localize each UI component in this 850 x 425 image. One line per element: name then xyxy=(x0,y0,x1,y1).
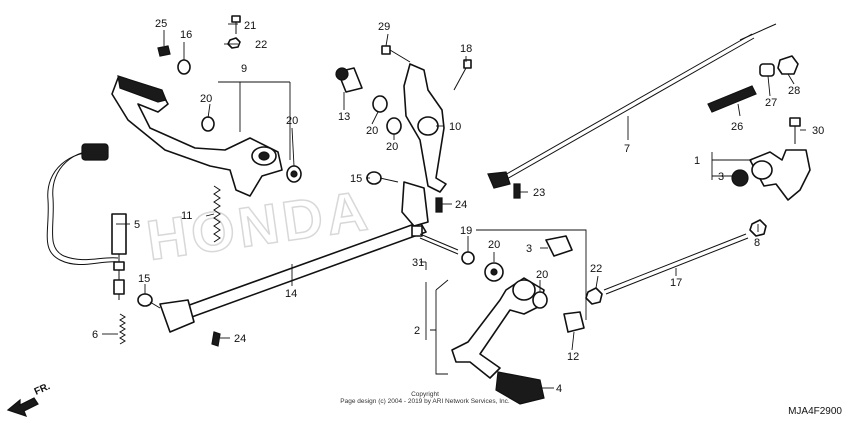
copyright-text: Page design (c) 2004 - 2019 by ARI Netwo… xyxy=(340,398,510,405)
front-direction-label: FR. xyxy=(33,381,52,398)
callout-4: 4 xyxy=(556,383,562,395)
callout-8: 8 xyxy=(754,237,760,249)
callout-20: 20 xyxy=(536,269,548,281)
leader-lines xyxy=(102,23,806,389)
callout-1: 1 xyxy=(694,155,700,167)
nut-3-right xyxy=(731,169,749,187)
washer-19 xyxy=(461,251,475,265)
spring-11 xyxy=(213,185,221,243)
callout-22: 22 xyxy=(255,39,267,51)
callout-15: 15 xyxy=(350,173,362,185)
brake-pedal xyxy=(111,75,283,197)
callout-3: 3 xyxy=(718,171,724,183)
front-direction-arrow: FR. xyxy=(6,381,52,417)
washer-20-pedal-right xyxy=(286,165,302,183)
cotter-pin-23 xyxy=(513,183,521,199)
callout-5: 5 xyxy=(134,219,140,231)
nut-28 xyxy=(777,55,799,75)
callout-29: 29 xyxy=(378,21,390,33)
bushing-13 xyxy=(335,67,363,93)
bolt-18 xyxy=(453,59,472,91)
callout-11: 11 xyxy=(181,210,192,222)
copyright-title: Copyright xyxy=(411,391,439,398)
cotter-pin-24-upper xyxy=(435,197,443,213)
bolt-21 xyxy=(231,15,241,34)
callout-17: 17 xyxy=(670,277,682,289)
washer-20-center-a xyxy=(372,95,388,113)
nut-22-lower xyxy=(585,287,603,305)
callout-6: 6 xyxy=(92,329,98,341)
callout-10: 10 xyxy=(449,121,461,133)
joint-27 xyxy=(759,63,775,77)
callout-19: 19 xyxy=(460,225,472,237)
callout-9: 9 xyxy=(241,63,247,75)
washer-16 xyxy=(177,59,191,75)
pin-15-lower xyxy=(137,293,161,309)
bolt-31 xyxy=(411,225,459,255)
washer-20-pedal-left xyxy=(201,116,215,132)
joint-assembly-1 xyxy=(749,149,811,201)
spring-6 xyxy=(119,313,126,345)
callout-labels: 25 16 21 22 9 20 20 11 5 15 6 24 14 13 2… xyxy=(92,18,824,395)
callout-20: 20 xyxy=(366,125,378,137)
callout-24: 24 xyxy=(234,333,246,345)
rod-17 xyxy=(603,233,749,295)
callout-14: 14 xyxy=(285,288,297,300)
callout-20: 20 xyxy=(488,239,500,251)
callout-30: 30 xyxy=(812,125,824,137)
pin-15-upper xyxy=(366,171,399,185)
spring-26 xyxy=(707,85,757,113)
diagram-code: MJA4F2900 xyxy=(788,406,842,417)
bolt-29 xyxy=(381,45,411,63)
cotter-pin-24-lower xyxy=(211,331,221,347)
callout-2: 2 xyxy=(414,325,420,337)
shift-pedal-2 xyxy=(451,277,545,379)
washer-20-shift-b xyxy=(532,291,548,309)
brake-rod-14 xyxy=(159,181,429,333)
callout-20: 20 xyxy=(200,93,212,105)
callout-26: 26 xyxy=(731,121,743,133)
callout-7: 7 xyxy=(624,143,630,155)
callout-22: 22 xyxy=(590,263,602,275)
callout-21: 21 xyxy=(244,20,256,32)
callout-18: 18 xyxy=(460,43,472,55)
stop-switch-5 xyxy=(46,143,127,300)
bushing-3-shift xyxy=(545,235,573,257)
callout-3: 3 xyxy=(526,243,532,255)
callout-25: 25 xyxy=(155,18,167,30)
callout-16: 16 xyxy=(180,29,192,41)
callout-23: 23 xyxy=(533,187,545,199)
callout-12: 12 xyxy=(567,351,579,363)
bolt-30 xyxy=(789,117,801,144)
callout-31: 31 xyxy=(412,257,424,269)
bushing-12 xyxy=(563,311,585,333)
rod-7 xyxy=(487,23,777,189)
callout-27: 27 xyxy=(765,97,777,109)
callout-24: 24 xyxy=(455,199,467,211)
washer-20-shift-a xyxy=(484,262,504,282)
brake-arm-10 xyxy=(403,63,447,193)
callout-20: 20 xyxy=(386,141,398,153)
callout-15: 15 xyxy=(138,273,150,285)
washer-20-center-b xyxy=(386,117,402,135)
nut-22-top xyxy=(227,37,241,49)
callout-20: 20 xyxy=(286,115,298,127)
clip-25 xyxy=(157,45,171,57)
callout-28: 28 xyxy=(788,85,800,97)
shift-rubber-4 xyxy=(495,371,545,405)
callout-13: 13 xyxy=(338,111,350,123)
